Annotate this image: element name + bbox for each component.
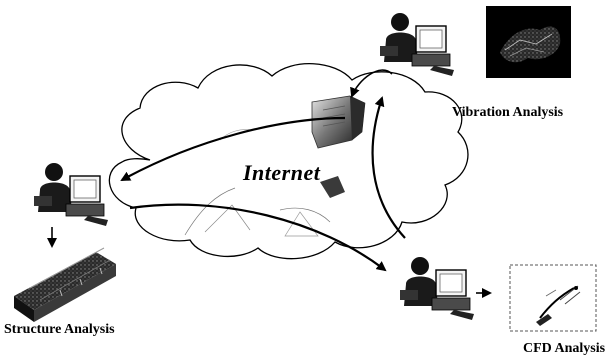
arrow-server-to-structure (120, 116, 346, 181)
cfd-plot-icon (509, 264, 597, 332)
user-workstation-icon (34, 163, 108, 226)
arrow-cloud-to-vibration (371, 96, 406, 239)
user-workstation-icon (400, 257, 474, 320)
server-icon (311, 95, 366, 198)
cfd-analysis-label: CFD Analysis (523, 341, 606, 356)
internet-label: Internet (243, 160, 321, 185)
arrow-vibration-to-server (350, 69, 393, 98)
user-workstation-icon (380, 13, 454, 76)
arrow-structure-to-cfd (129, 203, 387, 272)
vibration-analysis-label: Vibration Analysis (452, 105, 564, 120)
data-flow-arrows (47, 69, 492, 298)
structure-analysis-label: Structure Analysis (4, 322, 115, 337)
vibration-plot-icon (486, 6, 571, 78)
beam-structure-icon (14, 247, 116, 322)
